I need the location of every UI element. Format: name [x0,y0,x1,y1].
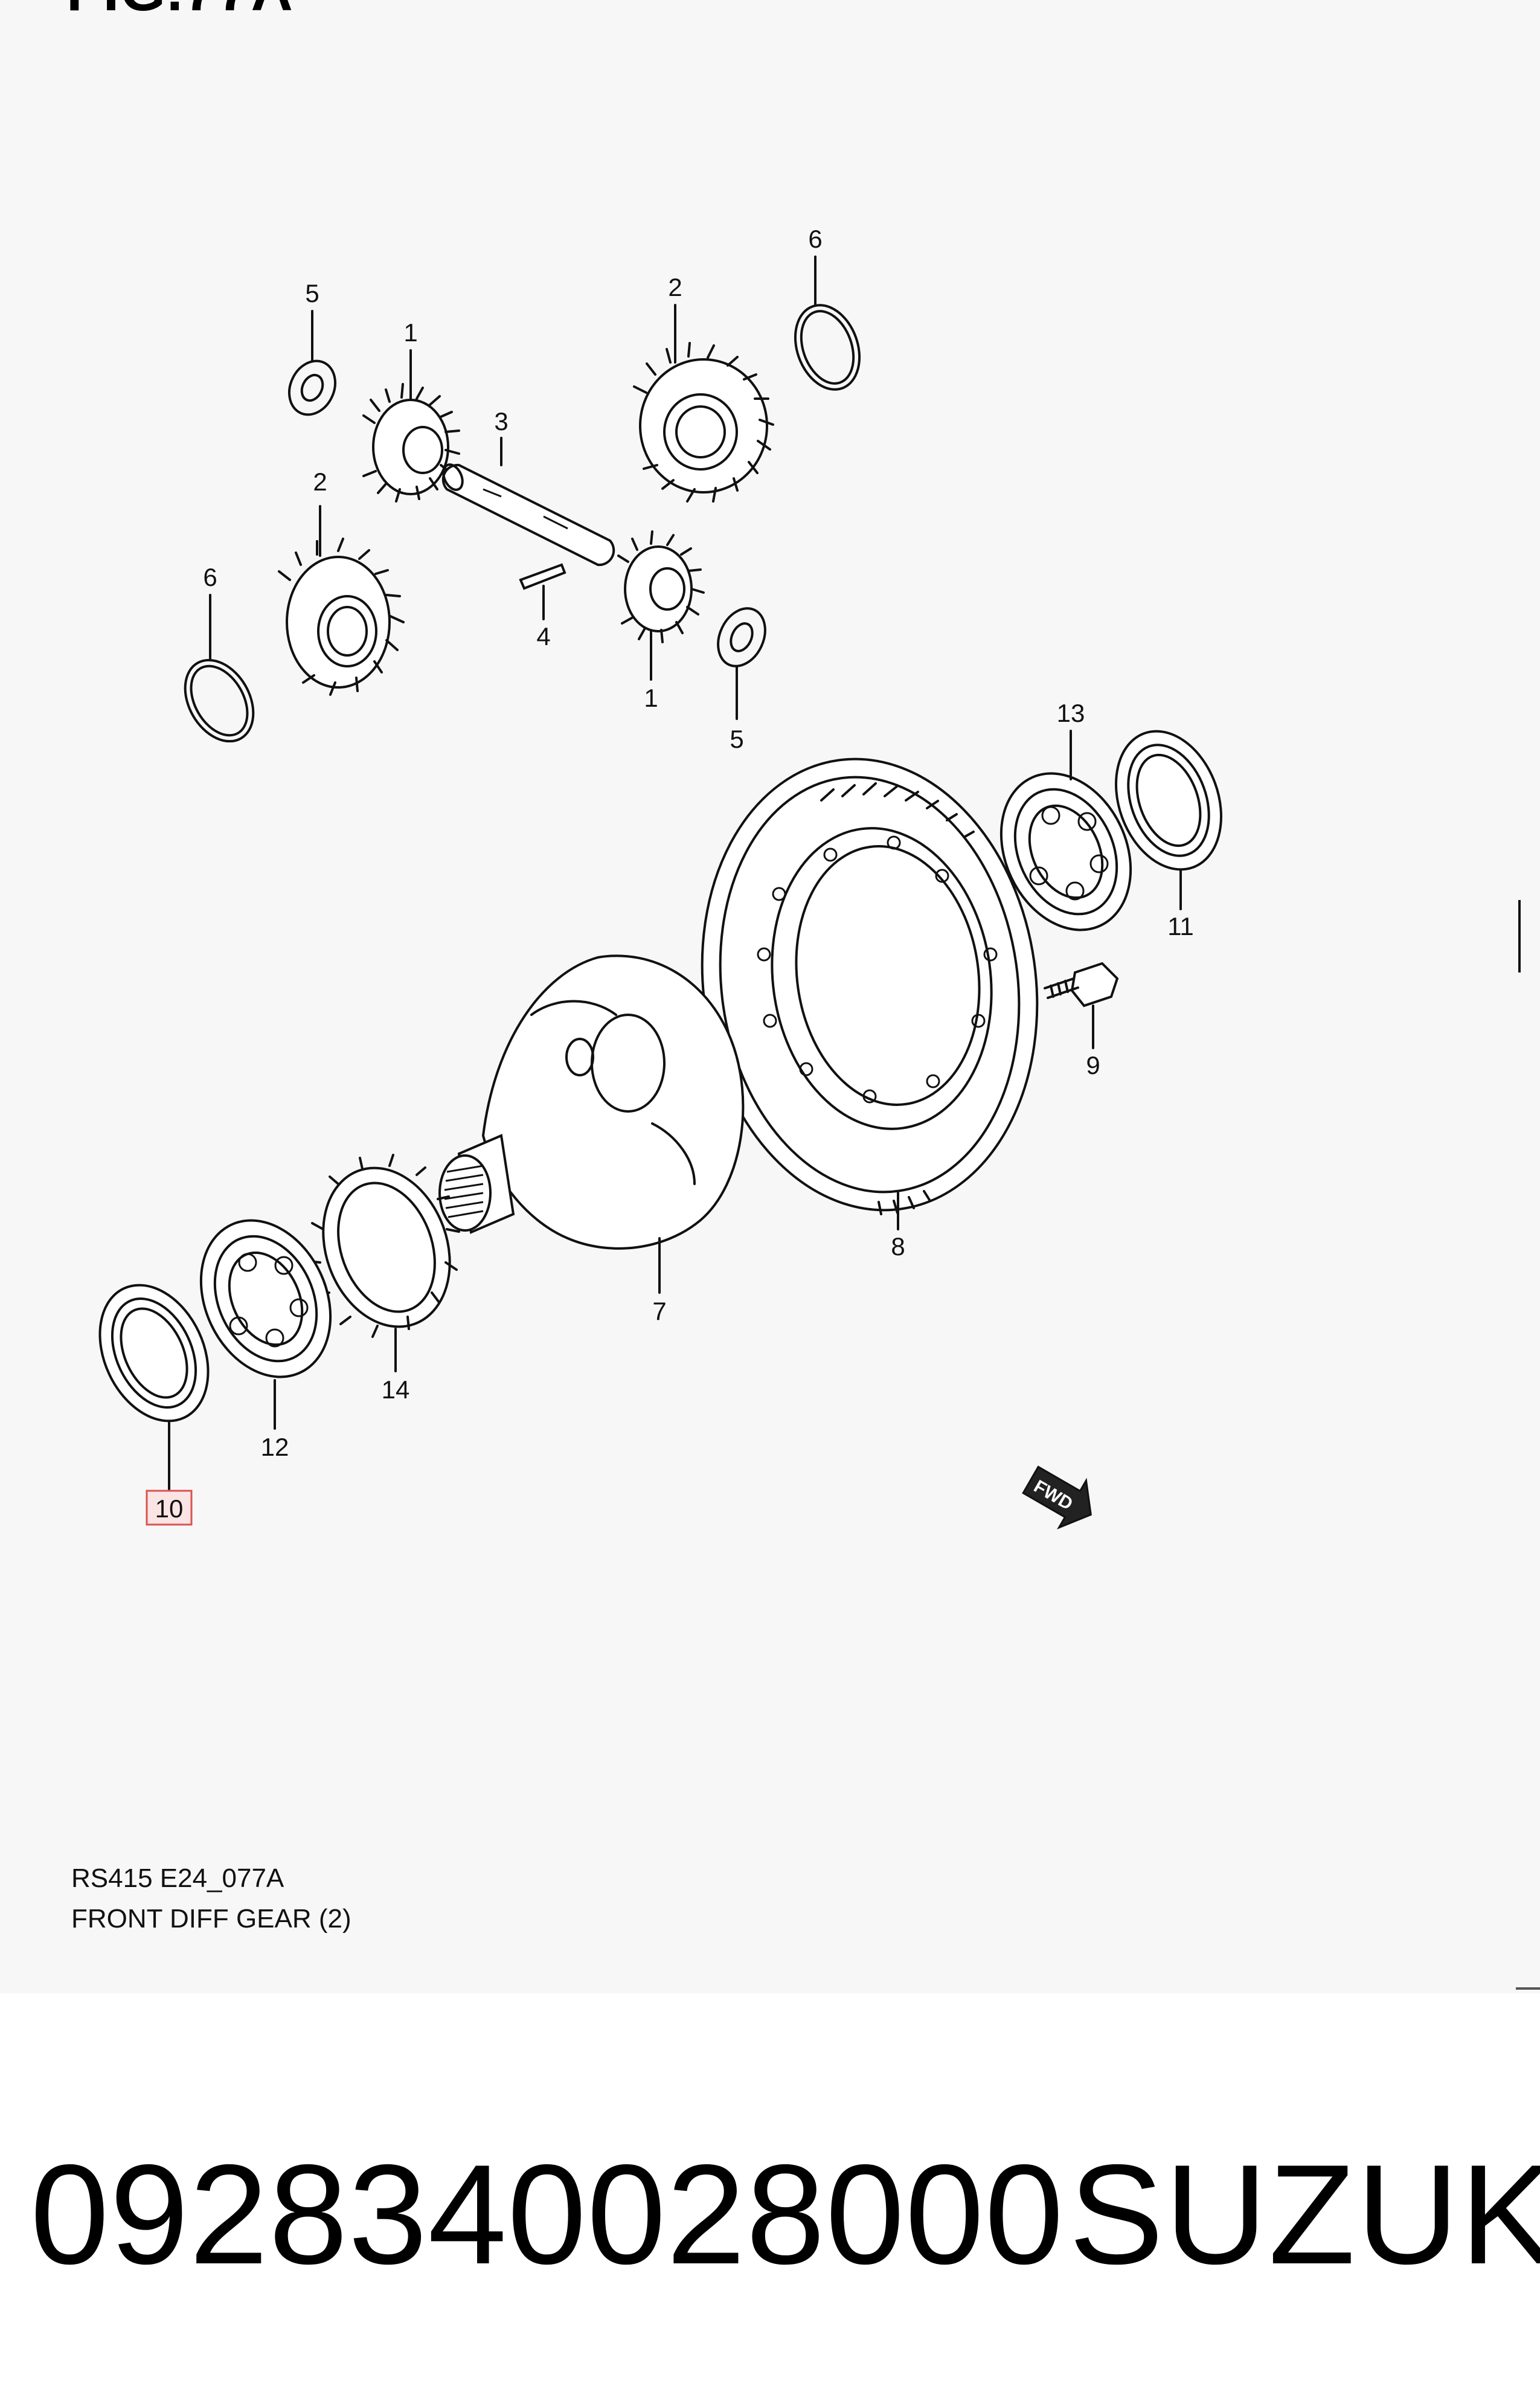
part-ring-14[interactable] [302,1150,471,1345]
part-oil-seal-10[interactable] [79,1267,229,1438]
callout-4[interactable]: 4 [536,622,550,651]
part-washer-5-lower[interactable] [709,600,774,674]
callout-6-lower[interactable]: 6 [203,563,217,591]
part-pin-4[interactable] [519,563,566,590]
footer [0,1993,1540,2392]
part-thrust-washer-6-lower[interactable] [172,648,268,754]
callout-5-upper[interactable]: 5 [305,279,319,307]
part-bolt-9[interactable] [1044,962,1119,1008]
callout-8[interactable]: 8 [891,1232,905,1261]
diagram-sheet: FIG.77A 5 1 3 4 [66,0,1240,1934]
callout-2-upper[interactable]: 2 [668,273,682,301]
part-pinion-shaft-3[interactable] [440,461,615,567]
callout-5-lower[interactable]: 5 [730,725,743,753]
fwd-arrow-icon: FWD [1022,1465,1092,1530]
figure-code: RS415 E24_077A [71,1863,284,1893]
figure-name: FRONT DIFF GEAR (2) [71,1904,351,1934]
part-side-gear-2-lower[interactable] [278,538,405,696]
callout-10-highlight [146,1490,193,1526]
callout-2-lower[interactable]: 2 [313,468,327,496]
part-number: 0928340028000 [30,2135,1065,2294]
part-pinion-gear-1-upper[interactable] [362,383,460,503]
part-pinion-gear-1-lower[interactable] [617,530,705,643]
callout-9[interactable]: 9 [1086,1051,1100,1079]
callout-14[interactable]: 14 [382,1375,410,1404]
part-washer-5-upper[interactable] [281,353,344,422]
callout-1-upper[interactable]: 1 [403,318,417,347]
part-bearing-12[interactable] [176,1199,355,1398]
part-side-gear-2-upper[interactable] [633,342,774,503]
callout-1-lower[interactable]: 1 [644,684,658,712]
callout-3[interactable]: 3 [494,407,508,436]
brand-name: SUZUKI [1069,2135,1540,2294]
part-differential-case-7[interactable] [438,954,745,1250]
parts-diagram: 5 1 3 4 2 [79,225,1240,1530]
callout-11[interactable]: 11 [1167,912,1194,940]
callout-12[interactable]: 12 [261,1433,289,1461]
callout-10[interactable]: 10 [155,1494,184,1523]
part-thrust-washer-6-upper[interactable] [784,296,870,399]
part-bearing-13[interactable] [977,752,1155,951]
callout-6-upper[interactable]: 6 [808,225,822,253]
callout-13[interactable]: 13 [1057,699,1085,727]
figure-title: FIG.77A [66,0,294,24]
page-edge-mark [1518,900,1540,973]
page-edge-mark [1516,1987,1540,1990]
callout-7[interactable]: 7 [652,1297,666,1325]
part-oil-seal-11[interactable] [1098,716,1240,884]
